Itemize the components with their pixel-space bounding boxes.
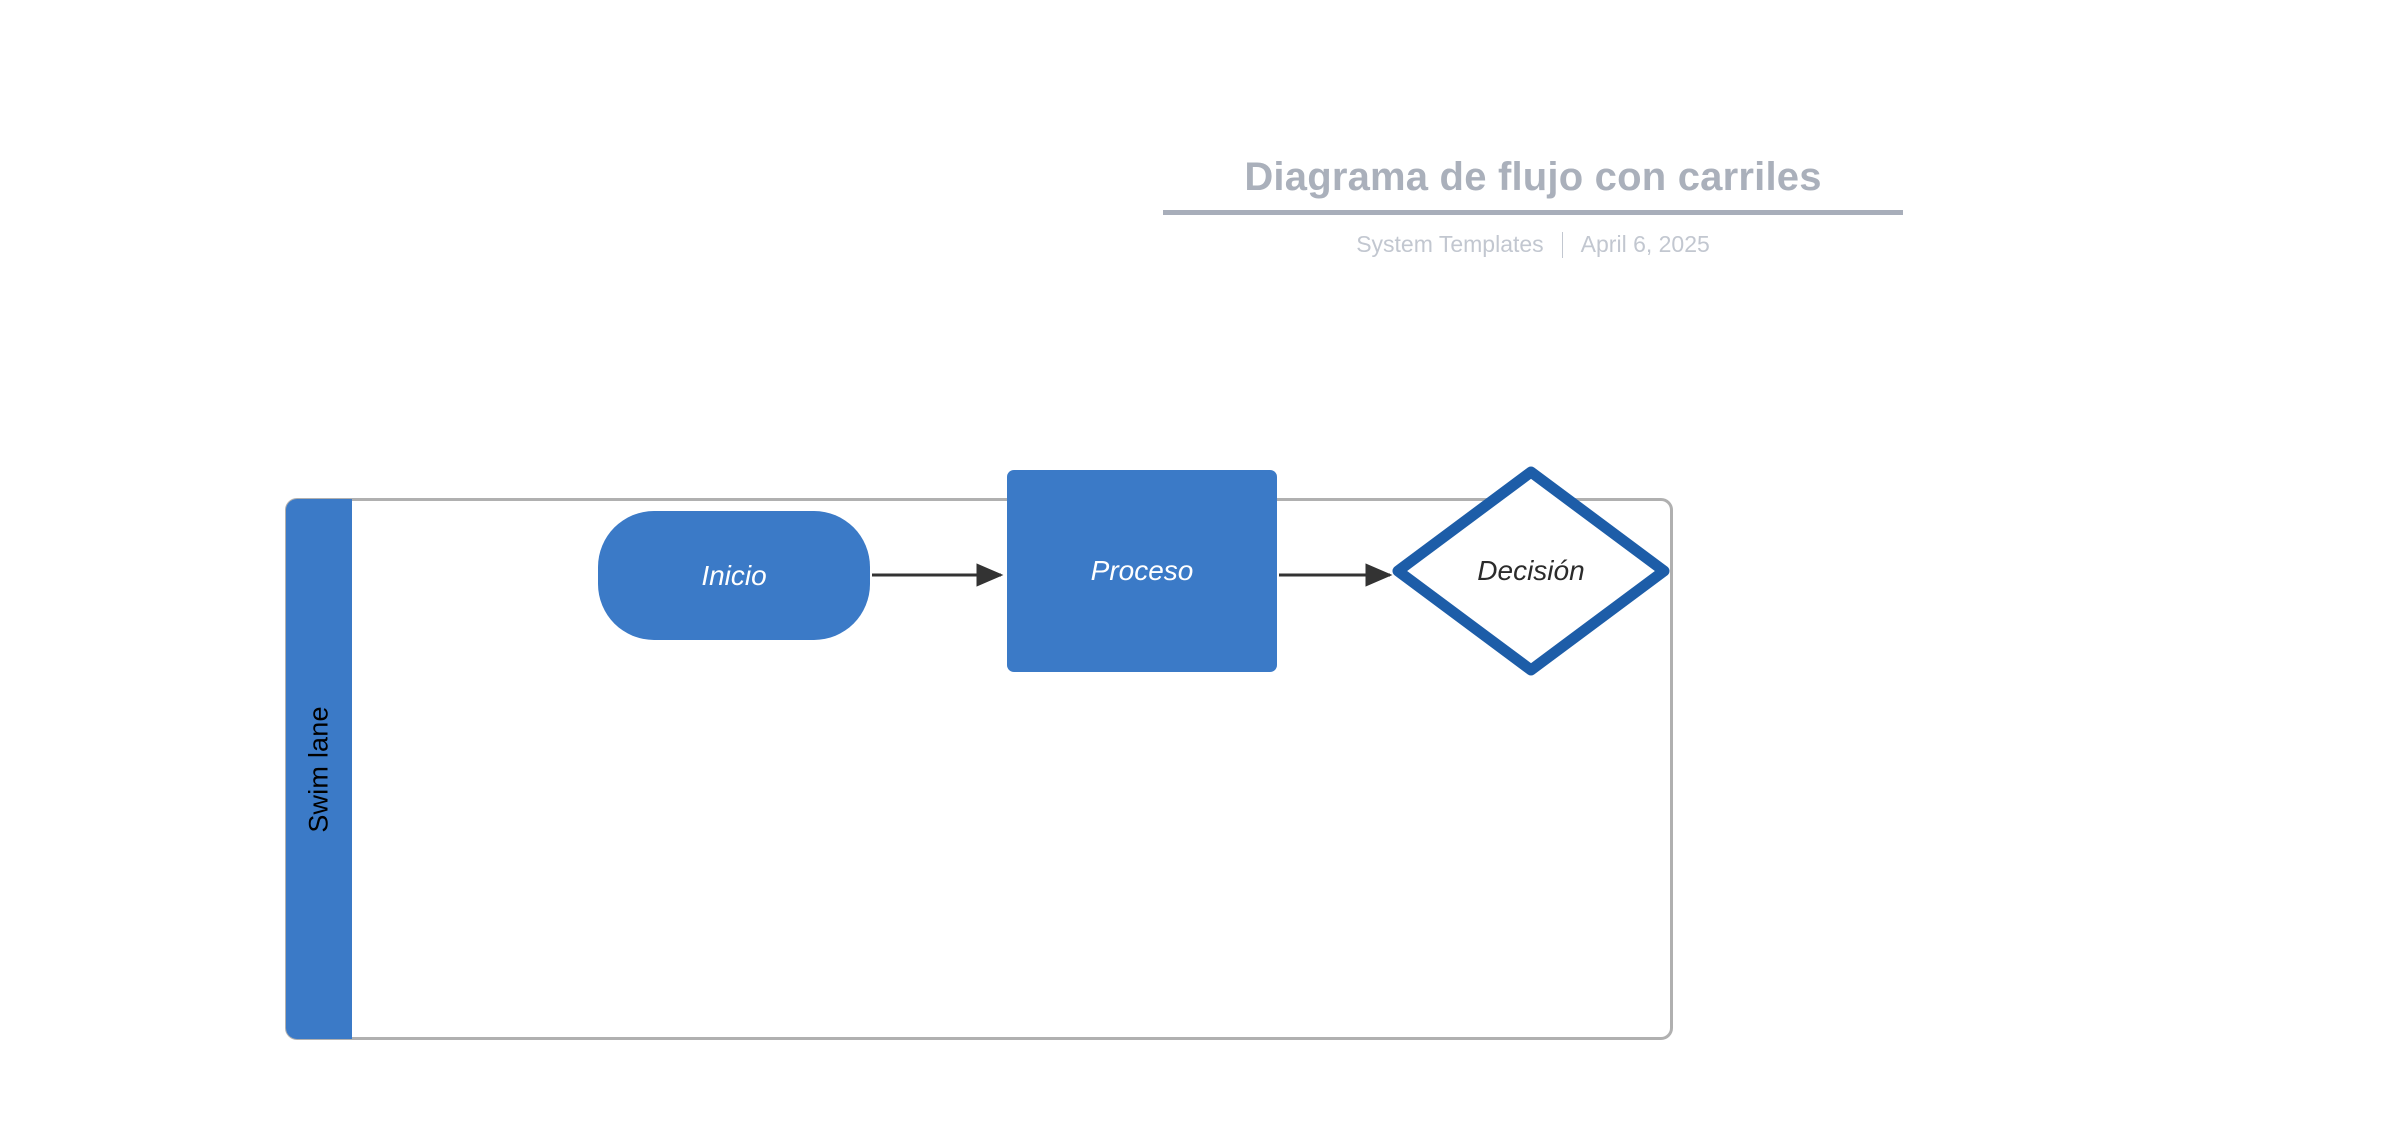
page-title: Diagrama de flujo con carriles bbox=[1244, 155, 1822, 199]
document-subtitle: System Templates April 6, 2025 bbox=[1163, 230, 1903, 259]
flow-node-decision-label: Decisión bbox=[1477, 555, 1585, 586]
diamond-icon bbox=[1392, 466, 1670, 676]
document-header: Diagrama de flujo con carriles System Te… bbox=[1163, 155, 1903, 259]
flow-node-inicio[interactable]: Inicio bbox=[598, 511, 870, 640]
flow-node-inicio-label: Inicio bbox=[701, 559, 767, 591]
subtitle-separator-icon bbox=[1561, 232, 1563, 259]
subtitle-source: System Templates bbox=[1356, 230, 1544, 257]
flow-node-proceso[interactable]: Proceso bbox=[1007, 470, 1277, 672]
title-divider bbox=[1163, 209, 1903, 215]
flow-node-proceso-label: Proceso bbox=[1090, 555, 1194, 586]
flow-node-decision[interactable]: Decisión bbox=[1392, 466, 1670, 676]
swimlane-label: Swim lane bbox=[303, 705, 334, 833]
subtitle-date: April 6, 2025 bbox=[1580, 230, 1710, 257]
swimlane-header-bar[interactable]: Swim lane bbox=[286, 499, 352, 1039]
